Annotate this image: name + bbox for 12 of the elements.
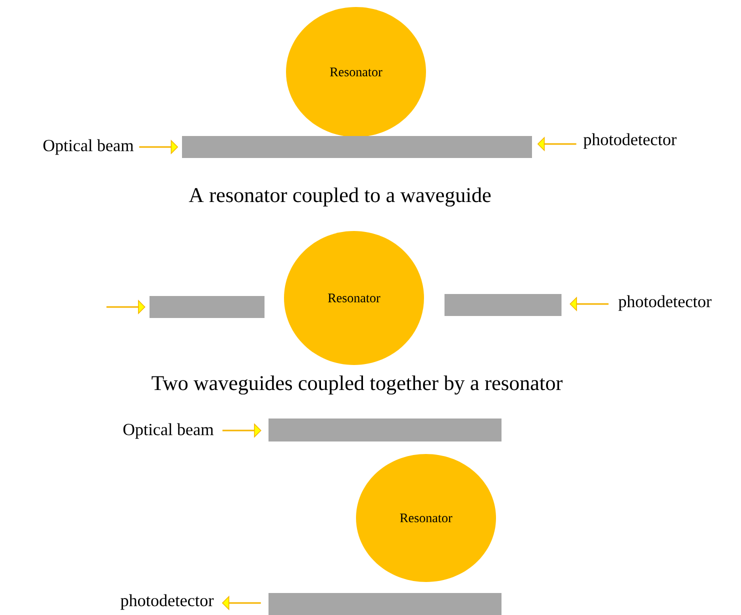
waveguide-bar bbox=[268, 418, 502, 442]
waveguide-bar bbox=[444, 294, 562, 316]
waveguide-bar bbox=[150, 296, 264, 318]
beam-label: photodetector bbox=[583, 133, 677, 149]
waveguide-bar bbox=[268, 593, 502, 615]
beam-label: Optical beam bbox=[43, 139, 134, 155]
caption: Two waveguides coupled together by a resonator bbox=[152, 375, 563, 395]
beam-label: photodetector bbox=[120, 594, 214, 610]
beam-label: Optical beam bbox=[123, 423, 214, 439]
waveguide-bar bbox=[182, 136, 532, 158]
caption: A resonator coupled to a waveguide bbox=[188, 187, 491, 207]
beam-label: photodetector bbox=[618, 295, 712, 311]
